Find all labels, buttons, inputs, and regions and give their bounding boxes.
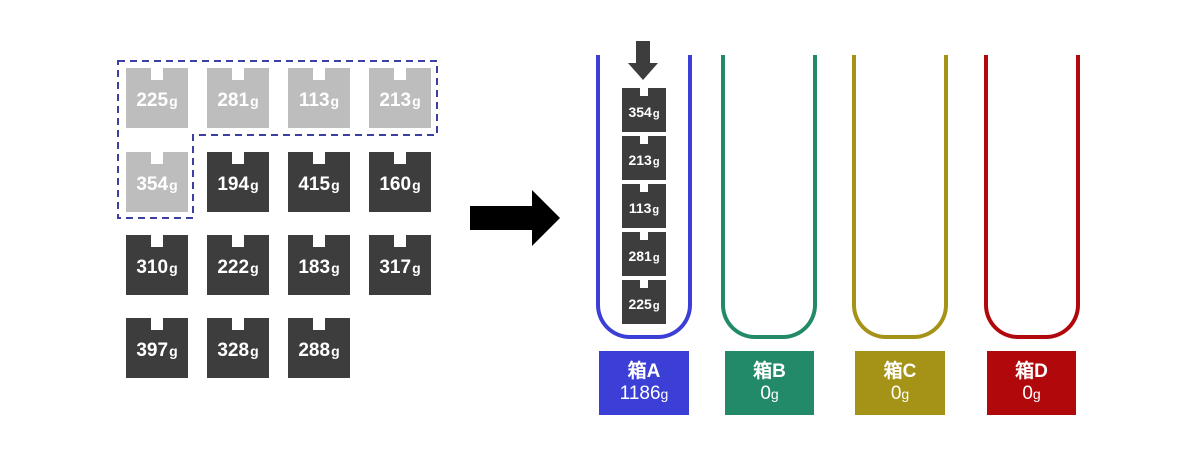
- item-block: 222g: [207, 235, 269, 295]
- item-notch: [640, 136, 648, 144]
- box-d-container: [984, 55, 1080, 339]
- item-block: 328g: [207, 318, 269, 378]
- box-total: 0g: [890, 383, 910, 404]
- item-weight: 160g: [379, 174, 421, 195]
- item-notch: [394, 152, 406, 164]
- box-name: 箱B: [753, 361, 786, 382]
- box-a-item: 225g: [622, 280, 666, 324]
- item-block: 194g: [207, 152, 269, 212]
- item-weight: 317g: [379, 257, 421, 278]
- item-weight: 213g: [628, 152, 660, 168]
- item-block: 415g: [288, 152, 350, 212]
- box-total: 1186g: [619, 383, 669, 404]
- item-notch: [232, 318, 244, 330]
- item-block: 397g: [126, 318, 188, 378]
- item-block: 213g: [369, 68, 431, 128]
- box-name: 箱C: [883, 361, 917, 382]
- item-notch: [232, 152, 244, 164]
- item-weight: 113g: [628, 200, 660, 216]
- item-weight: 225g: [628, 296, 660, 312]
- item-block: 183g: [288, 235, 350, 295]
- item-notch: [313, 318, 325, 330]
- item-notch: [640, 88, 648, 96]
- item-notch: [313, 68, 325, 80]
- box-a-container: [596, 55, 692, 339]
- box-total: 0g: [1022, 383, 1041, 404]
- item-weight: 183g: [298, 257, 340, 278]
- box-a-item: 354g: [622, 88, 666, 132]
- item-weight: 288g: [298, 340, 340, 361]
- box-name: 箱A: [627, 361, 661, 382]
- item-weight: 225g: [136, 90, 178, 111]
- item-notch: [640, 280, 648, 288]
- box-a-item: 281g: [622, 232, 666, 276]
- item-notch: [151, 235, 163, 247]
- item-notch: [151, 318, 163, 330]
- item-notch: [232, 68, 244, 80]
- box-total: 0g: [760, 383, 779, 404]
- item-weight: 328g: [217, 340, 259, 361]
- item-notch: [232, 235, 244, 247]
- item-weight: 354g: [136, 174, 178, 195]
- item-notch: [313, 235, 325, 247]
- item-notch: [151, 152, 163, 164]
- item-notch: [313, 152, 325, 164]
- box-a-item: 213g: [622, 136, 666, 180]
- item-weight: 354g: [628, 104, 660, 120]
- item-notch: [394, 235, 406, 247]
- item-weight: 281g: [628, 248, 660, 264]
- item-weight: 194g: [217, 174, 259, 195]
- item-block: 288g: [288, 318, 350, 378]
- item-notch: [394, 68, 406, 80]
- item-block: 354g: [126, 152, 188, 212]
- box-b-container: [721, 55, 817, 339]
- box-d-label: 箱D 0g: [987, 351, 1076, 415]
- item-weight: 281g: [217, 90, 259, 111]
- item-weight: 222g: [217, 257, 259, 278]
- box-name: 箱D: [1015, 361, 1048, 382]
- item-block: 160g: [369, 152, 431, 212]
- right-arrow-icon: [470, 190, 560, 246]
- item-block: 317g: [369, 235, 431, 295]
- box-a-label: 箱A 1186g: [599, 351, 689, 415]
- box-a-item: 113g: [622, 184, 666, 228]
- box-c-container: [852, 55, 948, 339]
- box-b-label: 箱B 0g: [725, 351, 814, 415]
- item-weight: 310g: [136, 257, 178, 278]
- item-notch: [640, 232, 648, 240]
- item-weight: 113g: [298, 90, 340, 111]
- item-weight: 213g: [379, 90, 421, 111]
- item-notch: [640, 184, 648, 192]
- item-weight: 397g: [136, 340, 178, 361]
- item-notch: [151, 68, 163, 80]
- item-weight: 415g: [298, 174, 340, 195]
- box-c-label: 箱C 0g: [855, 351, 945, 415]
- down-arrow-icon: [628, 41, 658, 80]
- item-block: 225g: [126, 68, 188, 128]
- item-block: 113g: [288, 68, 350, 128]
- item-block: 310g: [126, 235, 188, 295]
- item-block: 281g: [207, 68, 269, 128]
